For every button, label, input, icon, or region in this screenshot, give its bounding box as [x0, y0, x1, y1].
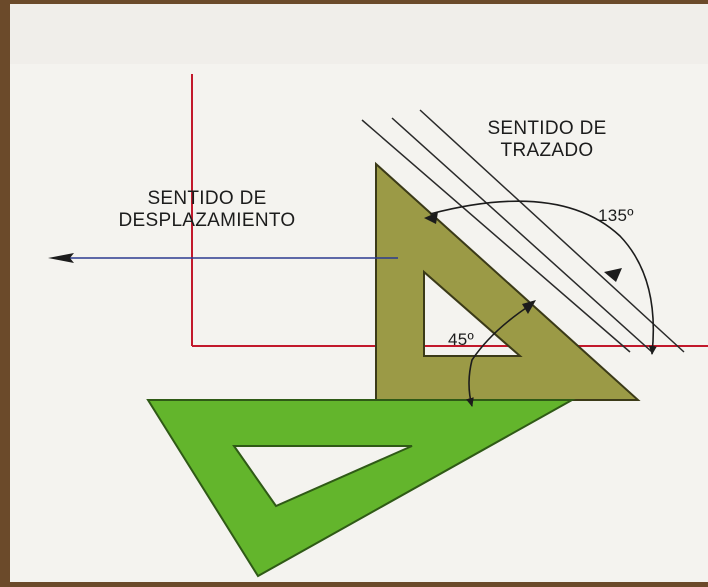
label-sentido-trazado-line1: SENTIDO DE: [487, 118, 607, 139]
label-sentido-desplazamiento-line1: SENTIDO DE: [147, 188, 267, 209]
angle-label-45: 45º: [448, 330, 475, 349]
arc-135: [429, 200, 657, 355]
set-square-30-60[interactable]: [146, 399, 576, 578]
paper-top-shade: [10, 4, 708, 64]
parallel-line: [419, 109, 685, 353]
angle-label-135: 135º: [598, 206, 634, 225]
arc-135-start-arrowhead-icon: [424, 212, 438, 224]
arc-45: [466, 303, 533, 407]
arc-45-start-arrowhead-icon: [522, 300, 536, 314]
label-sentido-trazado-line2: TRAZADO: [500, 140, 594, 161]
arc-135-mid-arrowhead-icon: [604, 268, 622, 282]
label-sentido-trazado: SENTIDO DE TRAZADO: [452, 118, 642, 162]
parallel-line: [361, 119, 631, 353]
label-sentido-desplazamiento: SENTIDO DE DESPLAZAMIENTO: [78, 188, 336, 232]
parallel-line: [391, 117, 653, 353]
parallel-lines: [361, 109, 685, 353]
label-sentido-desplazamiento-line2: DESPLAZAMIENTO: [118, 210, 296, 231]
displacement-arrowhead-icon: [48, 253, 74, 263]
